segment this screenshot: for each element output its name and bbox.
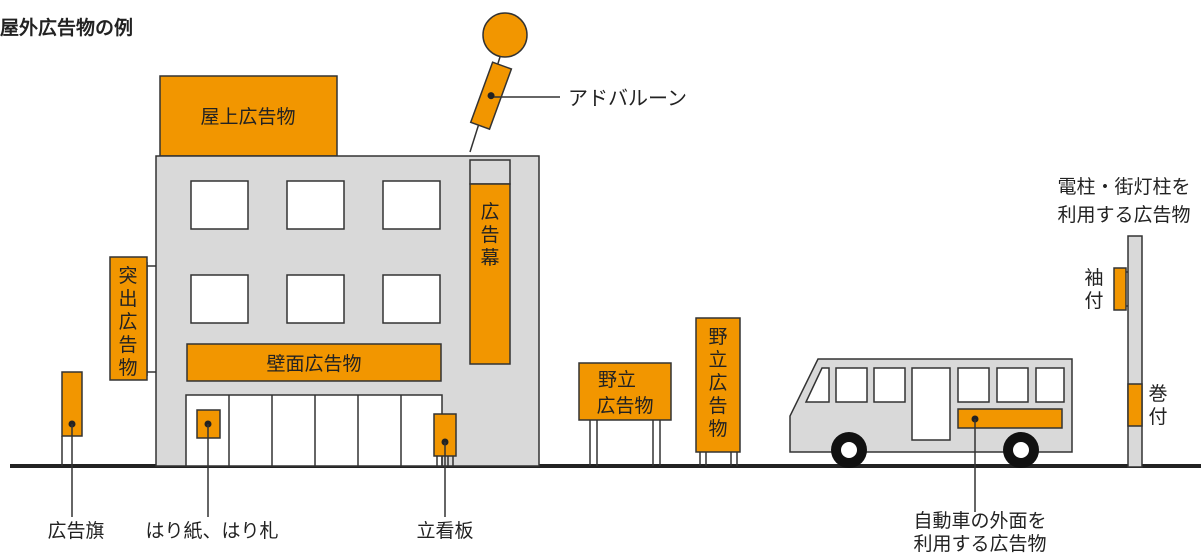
window [382,274,441,324]
sode-label: 袖付 [1084,267,1103,312]
projecting-sign-label: 突出広告物 [118,265,137,379]
bus-ad-panel [957,408,1063,429]
roof-sign-label: 屋上広告物 [200,106,295,128]
billboard-horizontal: 野立 広告物 [578,362,672,466]
window [382,180,441,230]
building-banner: 広告幕 [469,159,511,365]
projecting-sign: 突出広告物 [109,256,156,381]
pole-label-line1: 電柱・街灯柱を [1057,176,1190,198]
pole-side-sign [1113,267,1127,311]
ad-flag [61,371,83,517]
roof-sign: 屋上広告物 [159,75,338,157]
vehicle-label-line2: 利用する広告物 [913,533,1046,553]
storefront [185,394,443,467]
pole-wrap-sign [1127,383,1143,427]
window [286,180,345,230]
standing-signboard [433,413,457,517]
billboard-horizontal-line2: 広告物 [596,395,653,417]
bus [789,358,1073,512]
stand-label: 立看板 [416,520,473,542]
poster [196,409,221,517]
maki-label: 巻付 [1148,383,1167,428]
bus-door [911,367,951,441]
wall-sign: 壁面広告物 [186,343,442,382]
flag-label: 広告旗 [47,520,104,542]
diagram-title: 屋外広告物の例 [0,16,133,39]
balloon-label: アドバルーン [568,86,687,110]
banner-label: 広告幕 [480,201,499,269]
window [286,274,345,324]
posters-label: はり紙、はり札 [145,520,278,542]
window [190,274,249,324]
billboard-vertical: 野立広告物 [695,317,741,466]
pole-label-line2: 利用する広告物 [1057,204,1190,226]
billboard-horizontal-line1: 野立 [598,369,636,391]
utility-pole [1113,235,1143,468]
vehicle-label-line1: 自動車の外面を [913,510,1046,532]
wall-sign-label: 壁面広告物 [266,353,361,375]
billboard-vertical-label: 野立広告物 [708,326,727,440]
ad-balloon [469,12,560,153]
window [190,180,249,230]
